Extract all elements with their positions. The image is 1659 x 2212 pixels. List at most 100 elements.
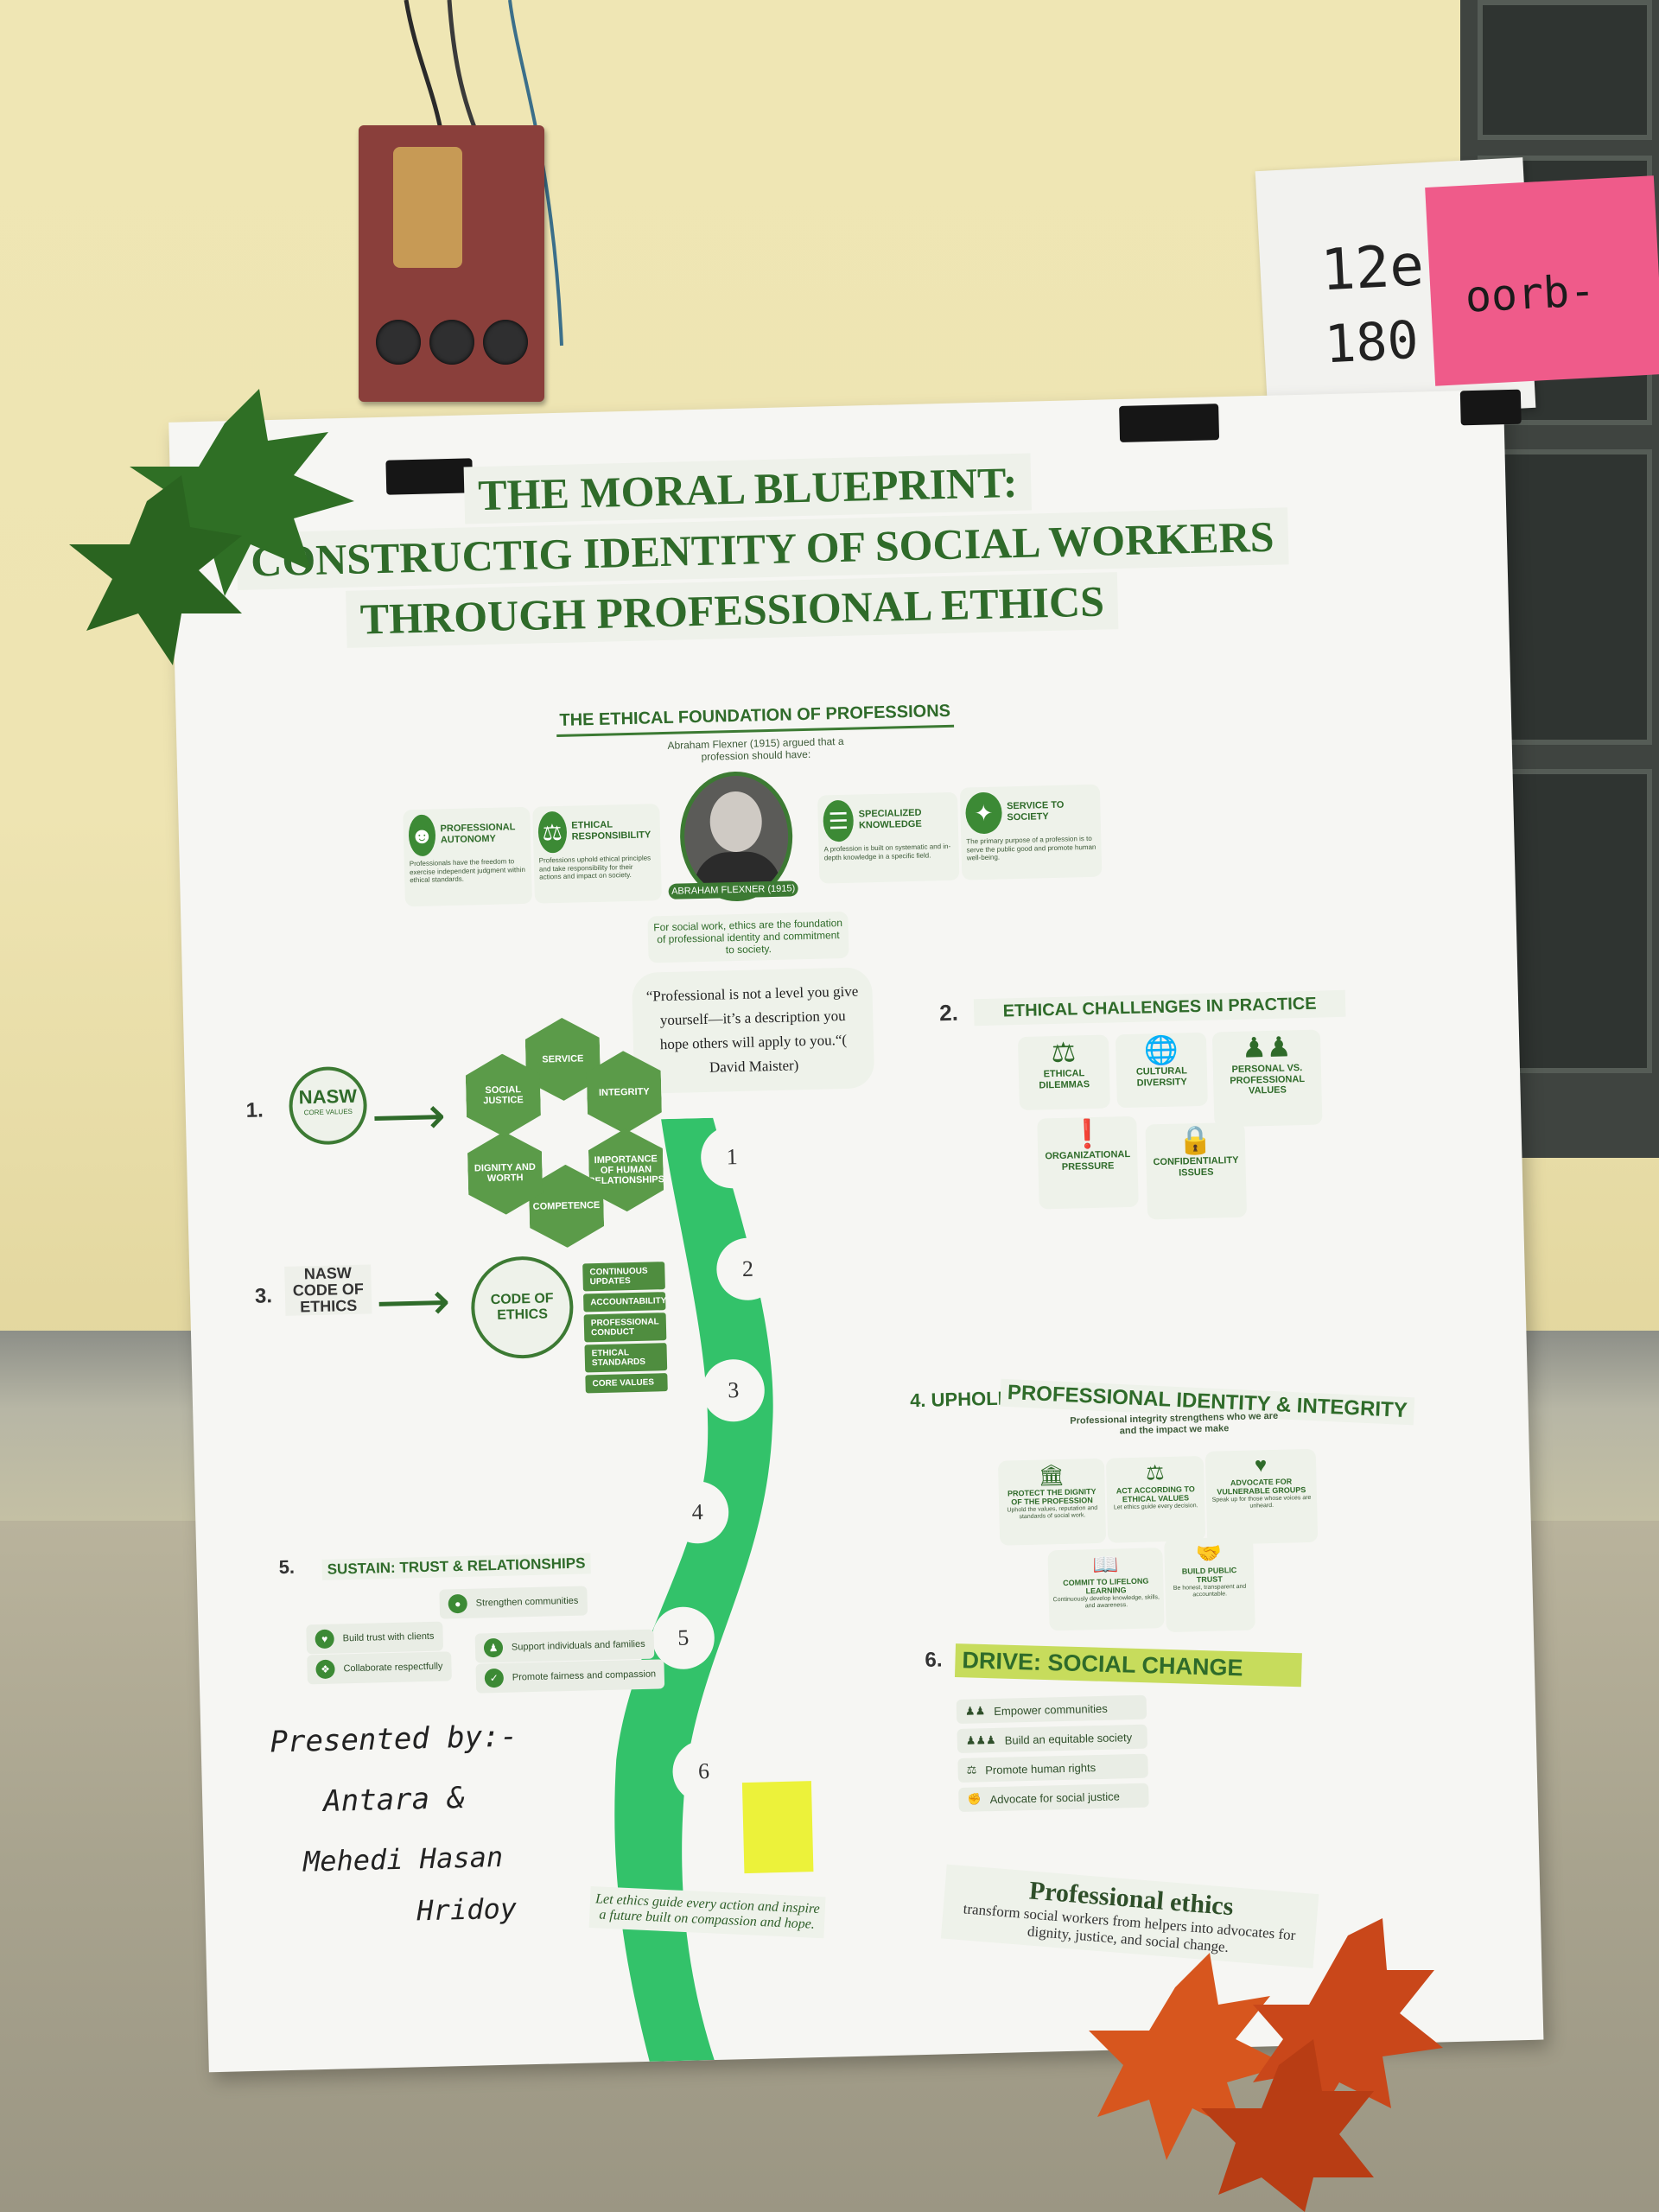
drive-item-text: Build an equitable society xyxy=(1004,1730,1133,1747)
drive-item-text: Promote human rights xyxy=(985,1760,1096,1777)
section6-heading: DRIVE: SOCIAL CHANGE xyxy=(954,1643,1302,1688)
yellow-flag xyxy=(741,1781,814,1874)
building-icon: 🏛 xyxy=(1038,1463,1065,1488)
drive-item-text: Empower communities xyxy=(994,1701,1108,1718)
foundation-intro: Abraham Flexner (1915) argued that a pro… xyxy=(667,734,844,764)
uphold-label: BUILD PUBLIC TRUST xyxy=(1181,1566,1237,1585)
globe-icon: 🌐 xyxy=(1143,1033,1179,1066)
section6-number: 6. xyxy=(925,1648,943,1672)
scales-icon: ⚖ xyxy=(1051,1036,1077,1069)
foundation-item-desc: Professions uphold ethical principles an… xyxy=(538,854,652,881)
drive-list: ♟♟Empower communities ♟♟♟Build an equita… xyxy=(956,1694,1149,1813)
foundation-item-desc: The primary purpose of a profession is t… xyxy=(966,834,1096,862)
uphold-label: ADVOCATE FOR VULNERABLE GROUPS xyxy=(1217,1477,1306,1497)
section4-number: 4. xyxy=(909,1389,926,1412)
uphold-label: ACT ACCORDING TO ETHICAL VALUES xyxy=(1116,1484,1195,1504)
group-heart-icon: ♥ xyxy=(1254,1453,1268,1478)
poster-title-line1: THE MORAL BLUEPRINT: xyxy=(463,453,1033,524)
drive-item: ✊Advocate for social justice xyxy=(958,1783,1149,1813)
uphold-desc: Uphold the values, reputation and standa… xyxy=(1007,1504,1098,1521)
challenge-label: CULTURAL DIVERSITY xyxy=(1135,1065,1188,1089)
two-persons-icon: ♟♟ xyxy=(1241,1031,1292,1064)
maister-quote: “Professional is not a level you give yo… xyxy=(631,967,875,1095)
sustain-item: ♥Build trust with clients xyxy=(306,1621,443,1655)
foundation-title: THE ETHICAL FOUNDATION OF PROFESSIONS xyxy=(556,701,955,738)
note-card-line1: 12е xyxy=(1319,232,1426,304)
nasw-core-values-badge: NASW CORE VALUES xyxy=(288,1065,368,1146)
socket-knob xyxy=(483,320,528,365)
note-card-line2: 180 xyxy=(1323,309,1421,376)
pink-note-text: oorb- xyxy=(1464,264,1597,322)
uphold-item-dignity: 🏛 PROTECT THE DIGNITY OF THE PROFESSION … xyxy=(997,1458,1107,1546)
foundation-item-desc: Professionals have the freedom to exerci… xyxy=(409,857,525,885)
scales-icon: ⚖ xyxy=(1145,1461,1165,1485)
section1-number: 1. xyxy=(245,1098,264,1122)
portrait-name: ABRAHAM FLEXNER xyxy=(671,884,766,897)
sustain-item-text: Support individuals and families xyxy=(511,1638,645,1653)
uphold-item-ethical-values: ⚖ ACT ACCORDING TO ETHICAL VALUES Let et… xyxy=(1105,1455,1206,1543)
switch-toggle[interactable] xyxy=(393,147,462,268)
autumn-leaves-decoration xyxy=(1089,1918,1443,2212)
section2-number: 2. xyxy=(938,999,959,1027)
uphold-label: PROTECT THE DIGNITY OF THE PROFESSION xyxy=(1007,1487,1096,1507)
foundation-header: THE ETHICAL FOUNDATION OF PROFESSIONS Ab… xyxy=(556,701,955,767)
challenge-label: PERSONAL VS. PROFESSIONAL VALUES xyxy=(1230,1063,1306,1096)
fist-icon: ✊ xyxy=(967,1792,982,1806)
badge-sub: CORE VALUES xyxy=(303,1107,353,1117)
tag: ETHICAL STANDARDS xyxy=(584,1343,668,1373)
foundation-note: For social work, ethics are the foundati… xyxy=(647,911,849,963)
portrait-caption: ABRAHAM FLEXNER (1915) xyxy=(668,880,798,899)
uphold-item-trust: 🤝 BUILD PUBLIC TRUST Be honest, transpar… xyxy=(1164,1536,1255,1633)
foundation-item-label: PROFESSIONAL AUTONOMY xyxy=(440,822,516,846)
sustain-item-text: Strengthen communities xyxy=(475,1595,579,1609)
challenge-label: CONFIDENTIALITY ISSUES xyxy=(1153,1154,1239,1179)
drive-item: ♟♟Empower communities xyxy=(956,1694,1147,1725)
sustain-item: ✓Promote fairness and compassion xyxy=(475,1659,665,1694)
books-icon: ☰ xyxy=(823,799,855,842)
foundation-item-label: SPECIALIZED KNOWLEDGE xyxy=(858,808,922,831)
section4-subtitle: Professional integrity strengthens who w… xyxy=(1070,1410,1279,1437)
green-path xyxy=(614,1117,773,2062)
heart-hand-icon: ♥ xyxy=(315,1629,334,1649)
uphold-desc: Let ethics guide every decision. xyxy=(1113,1502,1198,1511)
section2-title: ETHICAL CHALLENGES IN PRACTICE xyxy=(973,989,1346,1027)
foundation-item-responsibility: ⚖ETHICAL RESPONSIBILITY Professions upho… xyxy=(532,804,662,904)
section6-prefix: DRIVE: xyxy=(962,1647,1042,1675)
presenter-name-2: Mehedi Hasan xyxy=(302,1840,504,1878)
switchboard xyxy=(359,125,544,402)
foundation-item-autonomy: ☻PROFESSIONAL AUTONOMY Professionals hav… xyxy=(403,806,532,907)
uphold-desc: Be honest, transparent and accountable. xyxy=(1173,1583,1247,1599)
foundation-item-desc: A profession is built on systematic and … xyxy=(823,842,951,862)
socket-knob xyxy=(429,320,474,365)
challenge-organizational-pressure: ❗ ORGANIZATIONAL PRESSURE xyxy=(1037,1116,1139,1210)
challenge-cultural-diversity: 🌐 CULTURAL DIVERSITY xyxy=(1115,1032,1208,1109)
group-alert-icon: ❗ xyxy=(1069,1117,1105,1150)
binder-clip xyxy=(1119,404,1220,442)
challenge-confidentiality: 🔒 CONFIDENTIALITY ISSUES xyxy=(1145,1122,1248,1220)
tag: PROFESSIONAL CONDUCT xyxy=(583,1313,667,1343)
tag: ACCOUNTABILITY xyxy=(583,1292,667,1313)
scales-icon: ⚖ xyxy=(966,1763,977,1777)
family-icon: ♟ xyxy=(483,1637,504,1658)
binder-clip xyxy=(385,458,474,495)
uphold-desc: Continuously develop knowledge, skills, … xyxy=(1052,1593,1160,1610)
foundation-item-label: SERVICE TO SOCIETY xyxy=(1006,800,1065,823)
sustain-item-text: Collaborate respectfully xyxy=(343,1661,443,1675)
foundation-item-service: ✦SERVICE TO SOCIETY The primary purpose … xyxy=(959,784,1103,880)
socket-knob xyxy=(376,320,421,365)
sustain-item-text: Promote fairness and compassion xyxy=(512,1669,657,1683)
book-icon: 📖 xyxy=(1092,1553,1119,1578)
poster-title-line2: CONSTRUCTIG IDENTITY OF SOCIAL WORKERS xyxy=(236,507,1289,590)
tag: CORE VALUES xyxy=(585,1373,668,1394)
sustain-item: ❖Collaborate respectfully xyxy=(307,1651,452,1685)
challenge-personal-vs-professional: ♟♟ PERSONAL VS. PROFESSIONAL VALUES xyxy=(1211,1029,1323,1128)
community-icon: ● xyxy=(448,1593,468,1614)
group-people-icon: ✦ xyxy=(964,791,1002,835)
drive-item: ♟♟♟Build an equitable society xyxy=(957,1724,1148,1754)
window-pane xyxy=(1478,0,1652,140)
person-arms-up-icon: ☻ xyxy=(408,814,436,857)
portrait-face xyxy=(709,791,763,853)
binder-clip xyxy=(1459,389,1522,426)
presenter-name-3: Hridoy xyxy=(416,1891,518,1928)
sustain-item: ♟ Support individuals and families xyxy=(474,1629,655,1663)
